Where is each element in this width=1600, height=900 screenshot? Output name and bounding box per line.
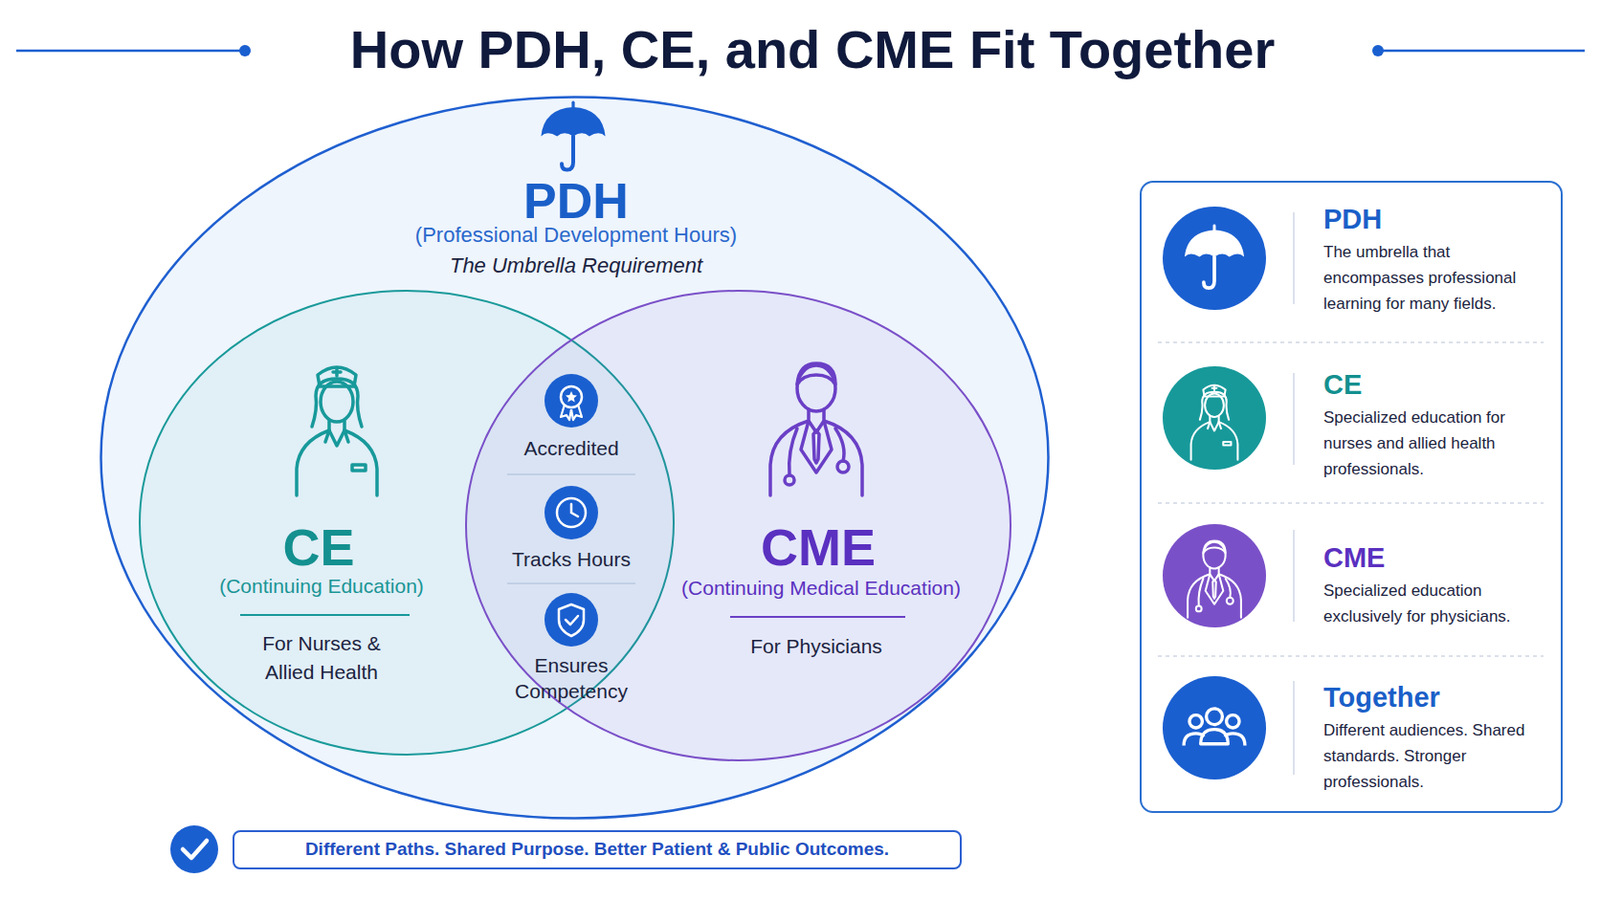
summary-row: CESpecialized education for nurses and a… [1323, 368, 1554, 484]
row-heading: Together [1323, 681, 1554, 714]
node-subtitle: (Professional Development Hours) [336, 222, 816, 248]
node-heading: CE [222, 516, 415, 579]
diagram-title: How PDH, CE, and CME Fit Together [229, 18, 1396, 82]
node-subtitle: (Continuing Medical Education) [663, 576, 979, 600]
audience-text: For Nurses & Allied Health [240, 629, 403, 688]
row-heading: CME [1323, 541, 1554, 575]
summary-row: PDHThe umbrella that encompasses profess… [1323, 202, 1554, 318]
summary-row: TogetherDifferent audiences. Shared stan… [1323, 681, 1554, 797]
feature-text: Accredited [480, 436, 663, 461]
check-badge [170, 825, 219, 874]
node-heading: CME [703, 516, 934, 579]
feature-text: Ensures Competency [499, 652, 644, 705]
row-body: Different audiences. Shared standards. S… [1323, 717, 1527, 796]
node-subtitle: (Continuing Education) [177, 574, 466, 599]
node-heading: PDH [432, 171, 720, 231]
node-note: The Umbrella Requirement [336, 253, 816, 279]
umbrella-ellipse: PDH(Professional Development Hours) The U… [98, 94, 1051, 822]
feature-text: Tracks Hours [480, 547, 663, 572]
row-body: The umbrella that encompasses profession… [1323, 239, 1549, 317]
summary-row: CMESpecialized education exclusively for… [1323, 541, 1554, 657]
ellipse-outline [101, 97, 1049, 820]
row-body: Specialized education for nurses and all… [1323, 404, 1549, 483]
row-body: Specialized education exclusively for ph… [1323, 577, 1549, 630]
tagline-banner: Different Paths. Shared Purpose. Better … [232, 830, 962, 870]
row-heading: CE [1323, 368, 1554, 401]
audience-text: For Physicians [701, 634, 932, 659]
tagline-text: Different Paths. Shared Purpose. Better … [234, 838, 960, 861]
summary-panel: PDHThe umbrella that encompasses profess… [1139, 180, 1563, 814]
row-heading: PDH [1323, 202, 1554, 236]
ellipse-outline [466, 290, 1011, 761]
overlap-lens: AccreditedTracks HoursEnsures Competency [475, 315, 667, 737]
